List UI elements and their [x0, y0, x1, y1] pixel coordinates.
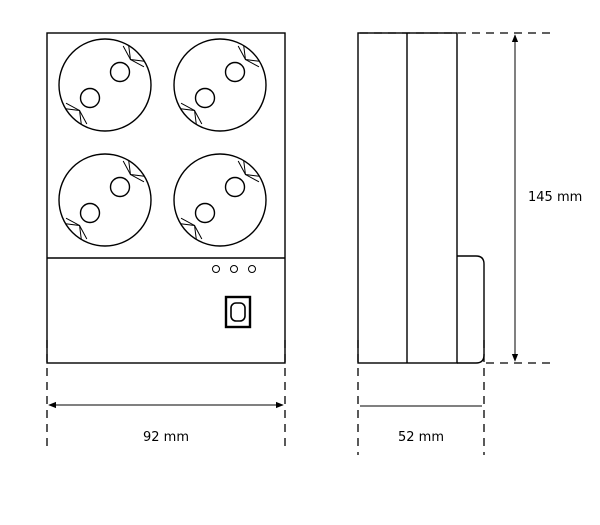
indicator-led	[212, 265, 220, 273]
socket	[173, 38, 267, 132]
indicator-led	[230, 265, 238, 273]
depth-dimension: 52 mm	[357, 340, 485, 455]
width-label: 92 mm	[143, 430, 189, 445]
front-view	[46, 32, 286, 364]
pin-hole	[109, 61, 131, 83]
height-label: 145 mm	[528, 190, 582, 205]
height-dimension: 145 mm	[360, 32, 582, 364]
side-plug-protrusion	[457, 255, 485, 364]
pin-hole	[194, 202, 216, 224]
pin-hole	[194, 87, 216, 109]
indicator-led	[248, 265, 256, 273]
socket	[58, 153, 152, 247]
indicator-leds	[212, 265, 256, 273]
pin-hole	[224, 61, 246, 83]
socket-group	[58, 38, 267, 247]
power-switch	[224, 295, 252, 329]
width-dimension: 92 mm	[46, 340, 286, 448]
front-outline	[46, 32, 286, 364]
pin-hole	[109, 176, 131, 198]
socket	[58, 38, 152, 132]
pin-hole	[79, 87, 101, 109]
side-view	[357, 32, 485, 364]
pin-hole	[224, 176, 246, 198]
socket	[173, 153, 267, 247]
pin-hole	[79, 202, 101, 224]
depth-label: 52 mm	[398, 430, 444, 445]
